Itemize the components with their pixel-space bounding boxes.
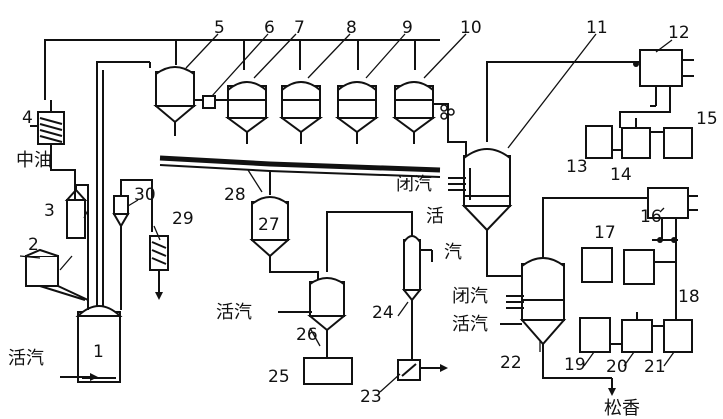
equipment-number-9: 9	[402, 18, 413, 38]
equipment-number-16: 16	[640, 207, 662, 227]
top-header-pipe	[44, 39, 440, 100]
equipment-number-18: 18	[678, 287, 700, 307]
arrow	[608, 388, 616, 396]
equipment-12-condenser	[633, 49, 694, 106]
equipment-number-8: 8	[346, 18, 357, 38]
equipment-14-separator	[612, 118, 651, 159]
equipment-24-column	[401, 235, 433, 360]
stream-label-live-steam-1: 活汽	[8, 348, 44, 369]
equipment-29-cooler	[149, 235, 169, 300]
equipment-number-21: 21	[644, 357, 666, 377]
equipment-number-15: 15	[696, 109, 718, 129]
equipment-30-cyclone	[112, 179, 153, 310]
equipment-number-7: 7	[294, 18, 305, 38]
equipment-number-28: 28	[224, 185, 246, 205]
equipment-22-column	[519, 257, 612, 379]
stream-label-live-steam-26: 活汽	[216, 302, 252, 323]
equipment-26-vessel	[307, 211, 413, 358]
equipment-number-23: 23	[360, 387, 382, 407]
stream-label-middle-oil: 中油	[16, 150, 52, 171]
equipment-number-27: 27	[258, 215, 280, 235]
equipment-16-valve	[652, 237, 678, 243]
stream-label-live-steam-11-line2: 汽	[444, 242, 462, 263]
equipment-number-30: 30	[134, 185, 156, 205]
equipment-28-trough	[159, 155, 441, 173]
equipment-number-17: 17	[594, 223, 616, 243]
closed-steam-coil-22	[506, 295, 524, 309]
equipment-number-14: 14	[610, 165, 632, 185]
equipment-25-tank	[303, 357, 353, 385]
equipment-5-vessel	[153, 66, 197, 136]
equipment-number-26: 26	[296, 325, 318, 345]
equipment-number-20: 20	[606, 357, 628, 377]
equipment-number-13: 13	[566, 157, 588, 177]
pipe-18-line	[654, 261, 677, 330]
equipment-27-vessel	[249, 196, 319, 282]
arrow	[90, 373, 98, 381]
equipment-number-5: 5	[214, 18, 225, 38]
equipment-number-2: 2	[28, 235, 39, 255]
pipe-22-to-16	[542, 197, 648, 262]
equipment-number-11: 11	[586, 18, 608, 38]
equipment-number-4: 4	[22, 108, 33, 128]
equipment-13-tank	[585, 125, 613, 159]
equipment-number-10: 10	[460, 18, 482, 38]
equipment-number-29: 29	[172, 209, 194, 229]
equipment-6-pump	[202, 95, 216, 109]
equipment-2-feed-hopper	[25, 248, 89, 301]
equipment-9-tank	[334, 81, 380, 144]
equipment-number-12: 12	[668, 23, 690, 43]
stream-label-rosin: 松香	[604, 398, 640, 419]
pipe-10-to-11	[433, 103, 467, 156]
equipment-19-tank	[579, 317, 611, 353]
stream-label-closed-steam-11: 闭汽	[396, 174, 432, 195]
equipment-10-connector	[440, 104, 455, 120]
equipment-20-separator	[610, 312, 653, 353]
equipment-4-condenser	[30, 100, 65, 152]
equipment-number-25: 25	[268, 367, 290, 387]
equipment-11-column	[461, 61, 640, 277]
equipment-23-pump	[397, 359, 448, 381]
equipment-number-6: 6	[264, 18, 275, 38]
equipment-17-tank	[581, 247, 613, 283]
stream-label-live-steam-11-line1: 活	[426, 206, 444, 227]
equipment-number-1: 1	[93, 342, 104, 362]
equipment-number-3: 3	[44, 201, 55, 221]
label-leader-lines	[19, 33, 675, 393]
equipment-number-22: 22	[500, 353, 522, 373]
stream-label-live-steam-22: 活汽	[452, 314, 488, 335]
middle-oil-line	[50, 152, 76, 200]
equipment-16-condenser	[647, 187, 698, 262]
closed-steam-coil-11	[448, 177, 466, 191]
stream-label-closed-steam-22: 闭汽	[452, 286, 488, 307]
equipment-number-24: 24	[372, 303, 394, 323]
pipe-12-to-14	[619, 100, 671, 128]
equipment-18-tank	[623, 249, 655, 285]
equipment-15-tank	[663, 127, 693, 159]
equipment-8-tank	[278, 81, 324, 144]
equipment-number-19: 19	[564, 355, 586, 375]
equipment-21-tank	[663, 319, 693, 353]
equipment-10-tank	[391, 81, 437, 144]
equipment-7-tank	[224, 81, 270, 144]
reactor-riser-pipe	[96, 61, 151, 310]
